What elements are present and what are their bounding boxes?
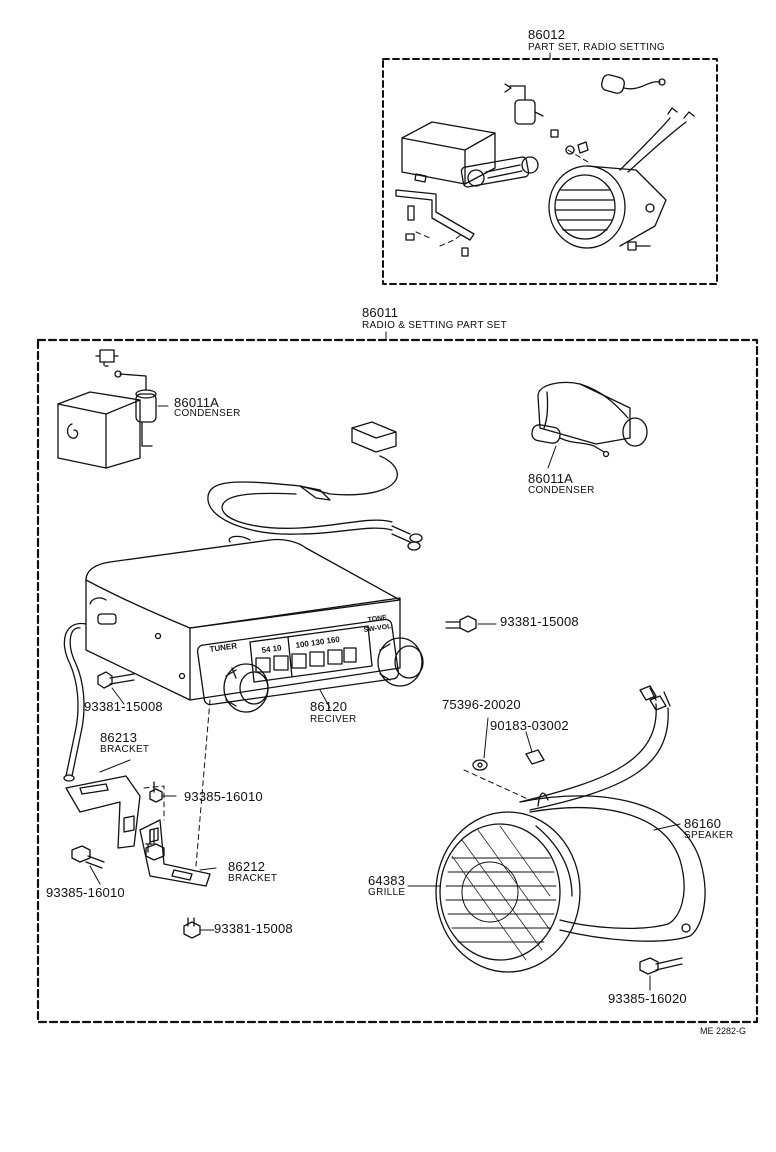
grille-drawing bbox=[435, 811, 581, 973]
wiring-harness-drawing bbox=[207, 421, 423, 551]
bracket-86213-drawing bbox=[65, 775, 141, 849]
bracket-86212-number: 86212 bbox=[228, 859, 266, 874]
receiver-number: 86120 bbox=[310, 699, 348, 714]
alignment-lines bbox=[143, 149, 589, 867]
part-set-86011-name: RADIO & SETTING PART SET bbox=[362, 320, 508, 331]
faceplate-tone-text: TONE bbox=[367, 614, 387, 624]
condenser-left-number: 86011A bbox=[174, 395, 220, 410]
mini-condenser-2-drawing bbox=[601, 74, 666, 94]
faceplate-tuner-text: TUNER bbox=[209, 641, 238, 654]
drawing-code: ME 2282-G bbox=[700, 1026, 747, 1036]
grille-number: 64383 bbox=[368, 873, 406, 888]
screw-93381-right-label: 93381-15008 bbox=[500, 614, 579, 629]
bracket-86212-name: BRACKET bbox=[228, 873, 278, 884]
speaker-number: 86160 bbox=[684, 816, 722, 831]
grille-name: GRILLE bbox=[368, 887, 406, 898]
part-set-86012-boundary bbox=[382, 58, 718, 285]
antenna-lead-drawing bbox=[63, 622, 87, 782]
clip-label: 90183-03002 bbox=[490, 718, 569, 733]
receiver-drawing bbox=[85, 538, 424, 713]
condenser-right-name: CONDENSER bbox=[528, 485, 595, 496]
speaker-drawing bbox=[519, 685, 706, 942]
bolt-93385-16010-upper-label: 93385-16010 bbox=[184, 789, 263, 804]
receiver-name: RECIVER bbox=[310, 714, 357, 725]
mini-fasteners-drawing bbox=[550, 129, 651, 251]
screw-93381-bottom-label: 93381-15008 bbox=[214, 921, 293, 936]
part-set-86011-boundary bbox=[36, 338, 759, 1024]
condenser-left-name: CONDENSER bbox=[174, 408, 241, 419]
speaker-name: SPEAKER bbox=[684, 830, 734, 841]
mini-speaker-drawing bbox=[548, 107, 695, 249]
part-set-86012-name: PART SET, RADIO SETTING bbox=[528, 42, 665, 53]
mini-condenser-drawing bbox=[504, 83, 544, 125]
screw-93381-left-label: 93381-15008 bbox=[84, 699, 163, 714]
condenser-left-drawing bbox=[57, 349, 157, 469]
bolt-93385-16020-label: 93385-16020 bbox=[608, 991, 687, 1006]
mini-bracket-drawing bbox=[395, 189, 475, 257]
condenser-right-number: 86011A bbox=[528, 471, 574, 486]
faceplate-swvol-text: SW-VOL bbox=[363, 623, 392, 634]
faceplate-dial-low-text: 54 10 bbox=[261, 643, 283, 655]
condenser-right-drawing bbox=[531, 381, 648, 458]
bolt-93385-16010-lower-label: 93385-16010 bbox=[46, 885, 125, 900]
mini-receiver-drawing bbox=[401, 121, 539, 188]
faceplate-dial-high-text: 100 130 160 bbox=[295, 635, 341, 650]
fasteners-drawing bbox=[71, 615, 683, 975]
washer-label: 75396-20020 bbox=[442, 697, 521, 712]
part-set-86012-number: 86012 bbox=[528, 27, 566, 42]
leader-lines bbox=[89, 405, 681, 991]
part-set-86011-number: 86011 bbox=[362, 305, 399, 320]
bracket-86213-number: 86213 bbox=[100, 730, 138, 745]
bracket-86213-name: BRACKET bbox=[100, 744, 150, 755]
